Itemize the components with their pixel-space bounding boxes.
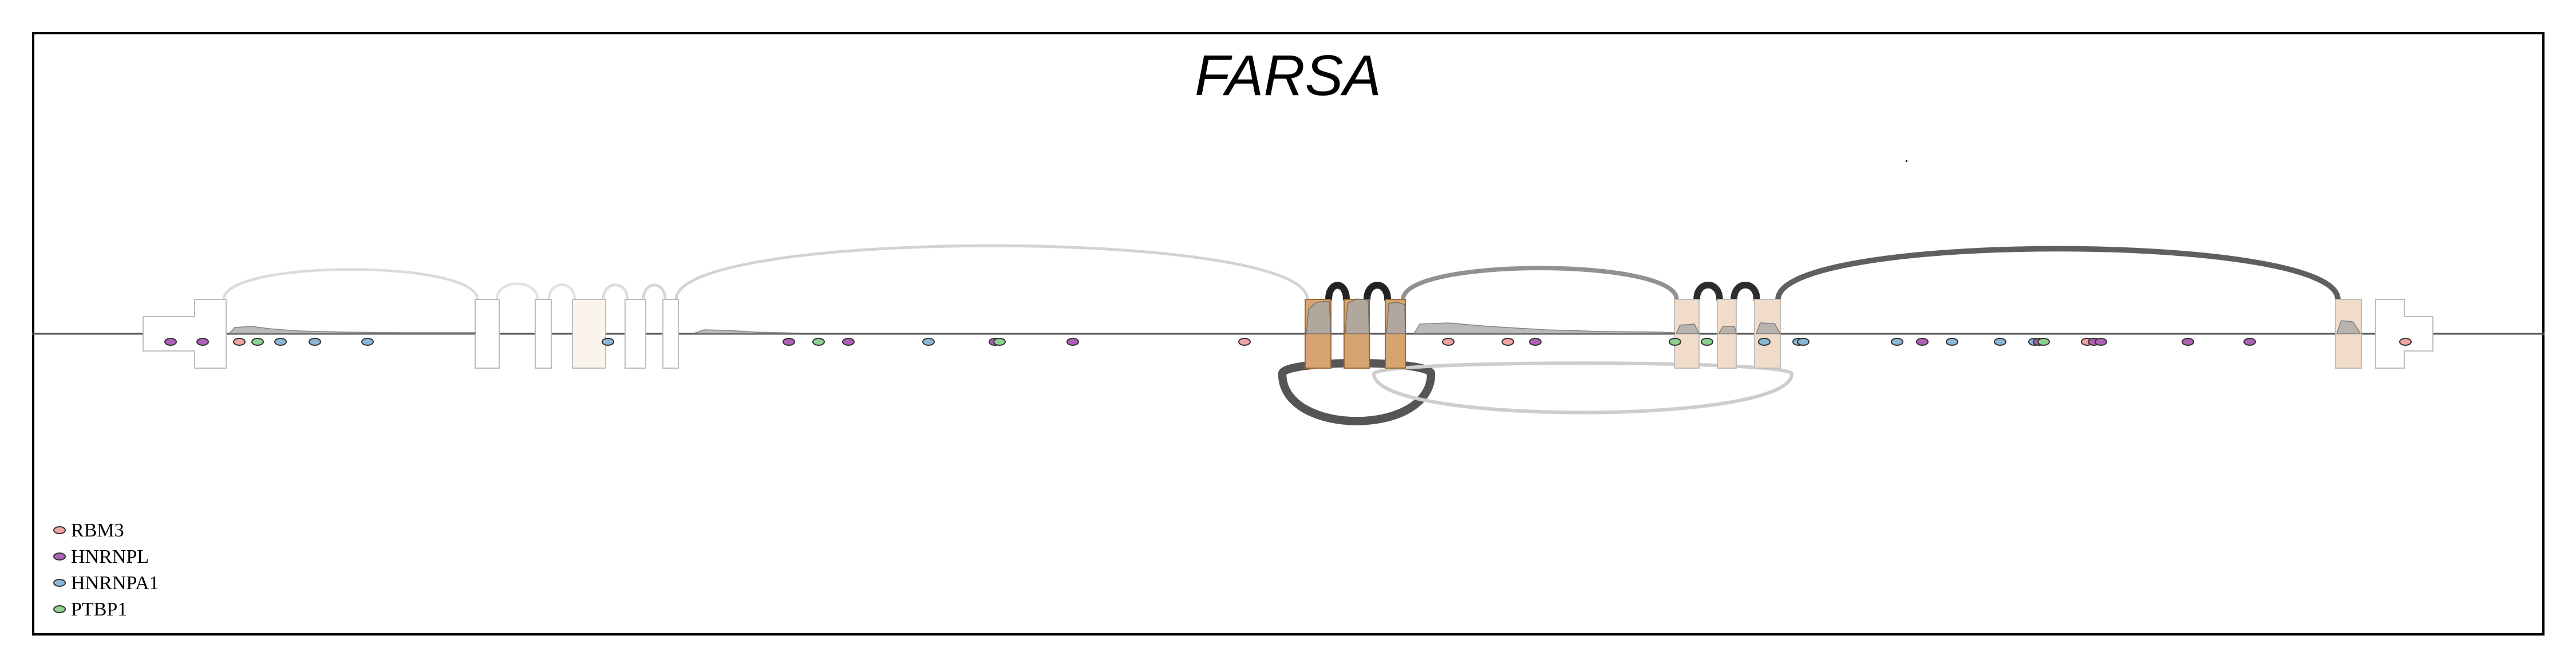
- gene-title: FARSA: [1195, 44, 1381, 108]
- coverage-area: [2336, 320, 2362, 334]
- splice-junction-arc: [1730, 282, 1760, 303]
- coding-exon: [535, 299, 552, 369]
- binding-site-marker: [196, 338, 209, 346]
- splice-junction-arc: [222, 268, 479, 301]
- binding-site-marker: [361, 338, 374, 346]
- stray-mark: [1906, 160, 1907, 162]
- legend-marker: [53, 579, 66, 587]
- splice-junction-arc: [1325, 282, 1350, 303]
- splice-junction-arc: [1278, 359, 1436, 425]
- splice-junction-arc: [1372, 361, 1794, 415]
- splice-junction-arc: [547, 283, 576, 301]
- splice-junction-arc: [1401, 266, 1679, 302]
- binding-site-marker: [1442, 338, 1455, 346]
- binding-site-marker: [2399, 338, 2412, 346]
- legend-marker: [53, 526, 66, 534]
- utr-exon: [2375, 299, 2433, 369]
- binding-site-marker: [2243, 338, 2256, 346]
- junction-arcs-below: [1278, 359, 1794, 425]
- coverage-area: [692, 329, 802, 334]
- binding-site-marker: [1066, 338, 1079, 346]
- binding-site-marker: [783, 338, 795, 346]
- binding-site-marker: [1502, 338, 1514, 346]
- coverage-area: [1386, 302, 1406, 334]
- coding-exon: [625, 299, 646, 369]
- legend-marker: [53, 552, 66, 561]
- legend-label: HNRNPL: [71, 546, 149, 567]
- binding-site-marker: [1669, 338, 1681, 346]
- binding-site-marker: [812, 338, 825, 346]
- binding-site-marker: [233, 338, 246, 346]
- binding-site-marker: [1529, 338, 1542, 346]
- coverage-track: [228, 298, 2362, 334]
- binding-site-marker: [1946, 338, 1958, 346]
- binding-site-marker: [251, 338, 264, 346]
- binding-site-marker: [2182, 338, 2194, 346]
- binding-site-marker: [1701, 338, 1713, 346]
- binding-site-marker: [2037, 338, 2050, 346]
- binding-site-marker: [309, 338, 321, 346]
- binding-site-marker: [2095, 338, 2107, 346]
- coding-exon: [475, 299, 500, 369]
- splice-junction-arc: [1364, 282, 1391, 303]
- binding-site-marker: [1891, 338, 1903, 346]
- coverage-area: [1345, 298, 1370, 334]
- coverage-area: [1717, 326, 1737, 334]
- splice-junction-arc: [674, 244, 1309, 301]
- coverage-area: [1675, 323, 1700, 334]
- splice-junction-arc: [1775, 246, 2341, 302]
- coding-exon: [662, 299, 679, 369]
- coverage-area: [1306, 301, 1332, 334]
- legend-marker: [53, 605, 66, 613]
- binding-site-marker: [1916, 338, 1929, 346]
- legend-label: RBM3: [71, 520, 124, 541]
- binding-site-marker: [1238, 338, 1251, 346]
- splice-junction-arc: [495, 282, 539, 301]
- binding-site-marker: [274, 338, 287, 346]
- splice-junction-arc: [602, 283, 629, 301]
- coverage-area: [228, 326, 476, 334]
- binding-site-marker: [602, 338, 614, 346]
- binding-site-marker: [842, 338, 855, 346]
- splice-junction-arc: [642, 283, 667, 301]
- utr-exon: [143, 299, 227, 369]
- binding-site-marker: [1797, 338, 1809, 346]
- coding-exon: [572, 299, 606, 369]
- splice-junction-arc: [1693, 282, 1723, 303]
- binding-sites: [164, 338, 2412, 346]
- binding-site-marker: [1758, 338, 1771, 346]
- binding-site-marker: [922, 338, 935, 346]
- binding-site-marker: [1994, 338, 2006, 346]
- coverage-area: [1755, 322, 1781, 334]
- legend-label: PTBP1: [71, 599, 127, 620]
- binding-site-marker: [164, 338, 177, 346]
- legend-label: HNRNPA1: [71, 573, 159, 594]
- binding-site-marker: [993, 338, 1006, 346]
- junction-arcs-above: [222, 244, 2341, 303]
- coverage-area: [1413, 322, 1675, 334]
